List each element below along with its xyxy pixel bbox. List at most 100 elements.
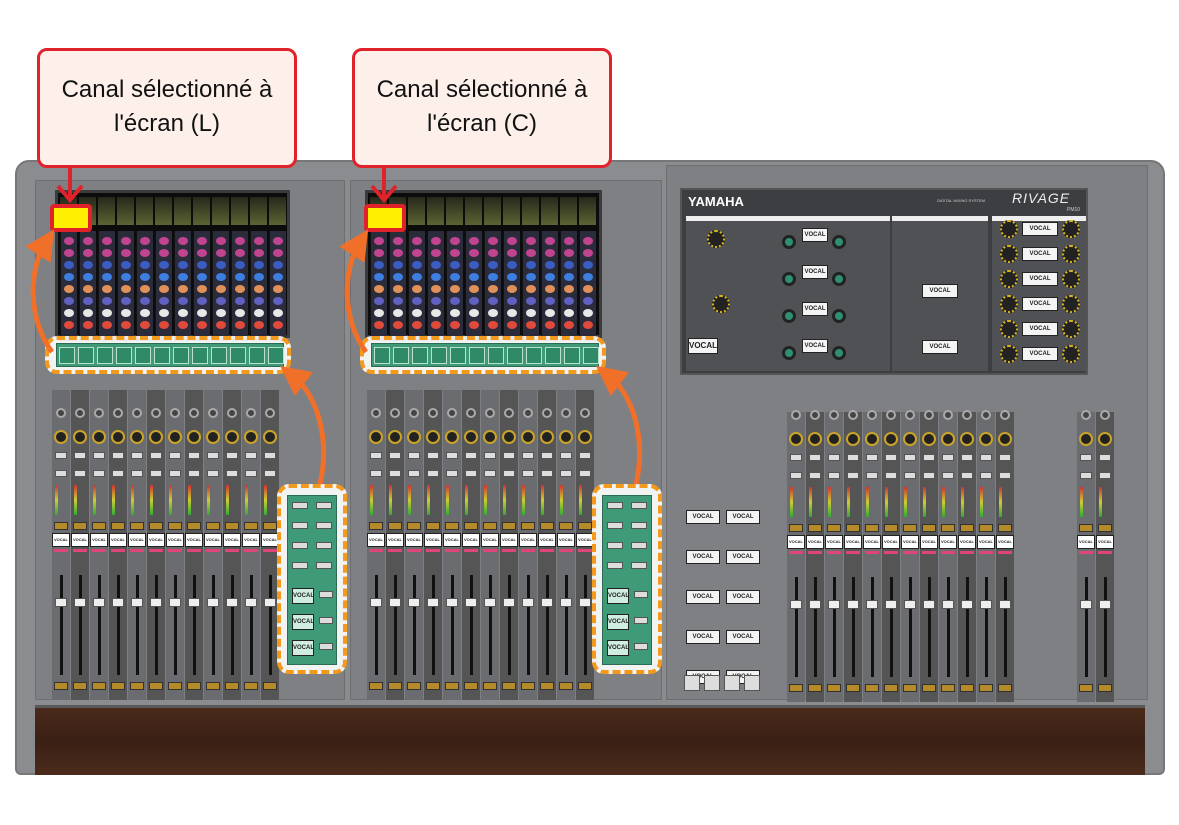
fader-knob[interactable]	[207, 598, 219, 607]
fader-knob[interactable]	[131, 598, 143, 607]
encoder-knob-icon[interactable]	[846, 432, 860, 446]
gain-knob-icon[interactable]	[113, 408, 123, 418]
channel-select-button[interactable]	[450, 347, 466, 364]
encoder-knob-icon[interactable]	[206, 430, 220, 444]
gain-knob-icon[interactable]	[712, 295, 730, 313]
screen-channel[interactable]	[174, 231, 191, 341]
screen-channel[interactable]	[193, 231, 210, 341]
gain-knob-icon[interactable]	[1000, 410, 1010, 420]
fader-knob[interactable]	[999, 600, 1011, 609]
encoder-knob-icon[interactable]	[521, 430, 535, 444]
sel-button[interactable]	[961, 472, 973, 479]
send-knob-icon[interactable]	[1062, 270, 1080, 288]
fader-knob[interactable]	[245, 598, 257, 607]
on-button[interactable]	[206, 522, 220, 530]
cue-button[interactable]	[93, 452, 105, 459]
fader-knob[interactable]	[370, 598, 382, 607]
section-button[interactable]	[607, 502, 623, 509]
sel-button[interactable]	[465, 470, 477, 477]
fader-knob[interactable]	[904, 600, 916, 609]
cue-button[interactable]	[904, 454, 916, 461]
section-button[interactable]	[607, 562, 623, 569]
cue-button[interactable]	[828, 454, 840, 461]
channel-select-button[interactable]	[192, 347, 208, 364]
encoder-knob-icon[interactable]	[884, 432, 898, 446]
section-button[interactable]	[607, 542, 623, 549]
eq-knob-icon[interactable]	[782, 346, 796, 360]
channel-select-button[interactable]	[173, 347, 189, 364]
sel-button[interactable]	[74, 470, 86, 477]
on-button[interactable]	[187, 522, 201, 530]
on-button[interactable]	[445, 522, 459, 530]
channel-select-button[interactable]	[268, 347, 284, 364]
screen-channel[interactable]	[389, 231, 406, 341]
cue-button[interactable]	[999, 454, 1011, 461]
fader-on-button[interactable]	[388, 682, 402, 690]
cue-button[interactable]	[790, 454, 802, 461]
fader-knob[interactable]	[942, 600, 954, 609]
encoder-knob-icon[interactable]	[111, 430, 125, 444]
sel-button[interactable]	[1080, 472, 1092, 479]
fader-knob[interactable]	[866, 600, 878, 609]
on-button[interactable]	[111, 522, 125, 530]
encoder-knob-icon[interactable]	[998, 432, 1012, 446]
encoder-knob-icon[interactable]	[559, 430, 573, 444]
encoder-knob-icon[interactable]	[540, 430, 554, 444]
screen-channel[interactable]	[370, 231, 387, 341]
send-knob-icon[interactable]	[1062, 320, 1080, 338]
gain-knob-icon[interactable]	[1100, 410, 1110, 420]
fader-on-button[interactable]	[225, 682, 239, 690]
cue-button[interactable]	[484, 452, 496, 459]
cue-button[interactable]	[923, 454, 935, 461]
fader-on-button[interactable]	[960, 684, 974, 692]
gain-knob-icon[interactable]	[246, 408, 256, 418]
encoder-knob-icon[interactable]	[960, 432, 974, 446]
on-button[interactable]	[73, 522, 87, 530]
channel-select-button[interactable]	[583, 347, 599, 364]
cue-button[interactable]	[1080, 454, 1092, 461]
encoder-knob-icon[interactable]	[426, 430, 440, 444]
on-button[interactable]	[941, 524, 955, 532]
gain-knob-icon[interactable]	[265, 408, 275, 418]
section-button[interactable]	[631, 522, 647, 529]
gain-knob-icon[interactable]	[943, 410, 953, 420]
screen-channel[interactable]	[579, 231, 596, 341]
section-button[interactable]	[634, 643, 648, 650]
gain-knob-icon[interactable]	[447, 408, 457, 418]
gain-knob-icon[interactable]	[132, 408, 142, 418]
on-button[interactable]	[559, 522, 573, 530]
on-button[interactable]	[149, 522, 163, 530]
sel-button[interactable]	[169, 470, 181, 477]
sel-button[interactable]	[866, 472, 878, 479]
screen-channel[interactable]	[541, 231, 558, 341]
channel-select-button[interactable]	[412, 347, 428, 364]
eq-knob-icon[interactable]	[782, 272, 796, 286]
fader-knob[interactable]	[169, 598, 181, 607]
on-button[interactable]	[903, 524, 917, 532]
sel-button[interactable]	[188, 470, 200, 477]
screen-channel[interactable]	[212, 231, 229, 341]
fader-on-button[interactable]	[1079, 684, 1093, 692]
channel-select-button[interactable]	[230, 347, 246, 364]
cue-button[interactable]	[74, 452, 86, 459]
sel-button[interactable]	[446, 470, 458, 477]
encoder-knob-icon[interactable]	[263, 430, 277, 444]
fader-on-button[interactable]	[92, 682, 106, 690]
gain-knob-icon[interactable]	[829, 410, 839, 420]
fader-knob[interactable]	[961, 600, 973, 609]
section-button[interactable]	[316, 562, 332, 569]
gain-knob-icon[interactable]	[561, 408, 571, 418]
encoder-knob-icon[interactable]	[789, 432, 803, 446]
sel-button[interactable]	[408, 470, 420, 477]
cue-button[interactable]	[389, 452, 401, 459]
on-button[interactable]	[225, 522, 239, 530]
gain-knob-icon[interactable]	[485, 408, 495, 418]
cue-button[interactable]	[207, 452, 219, 459]
section-button[interactable]	[319, 643, 333, 650]
encoder-knob-icon[interactable]	[168, 430, 182, 444]
fader-on-button[interactable]	[187, 682, 201, 690]
on-button[interactable]	[808, 524, 822, 532]
user-key-button[interactable]	[684, 675, 700, 691]
gain-knob-icon[interactable]	[94, 408, 104, 418]
